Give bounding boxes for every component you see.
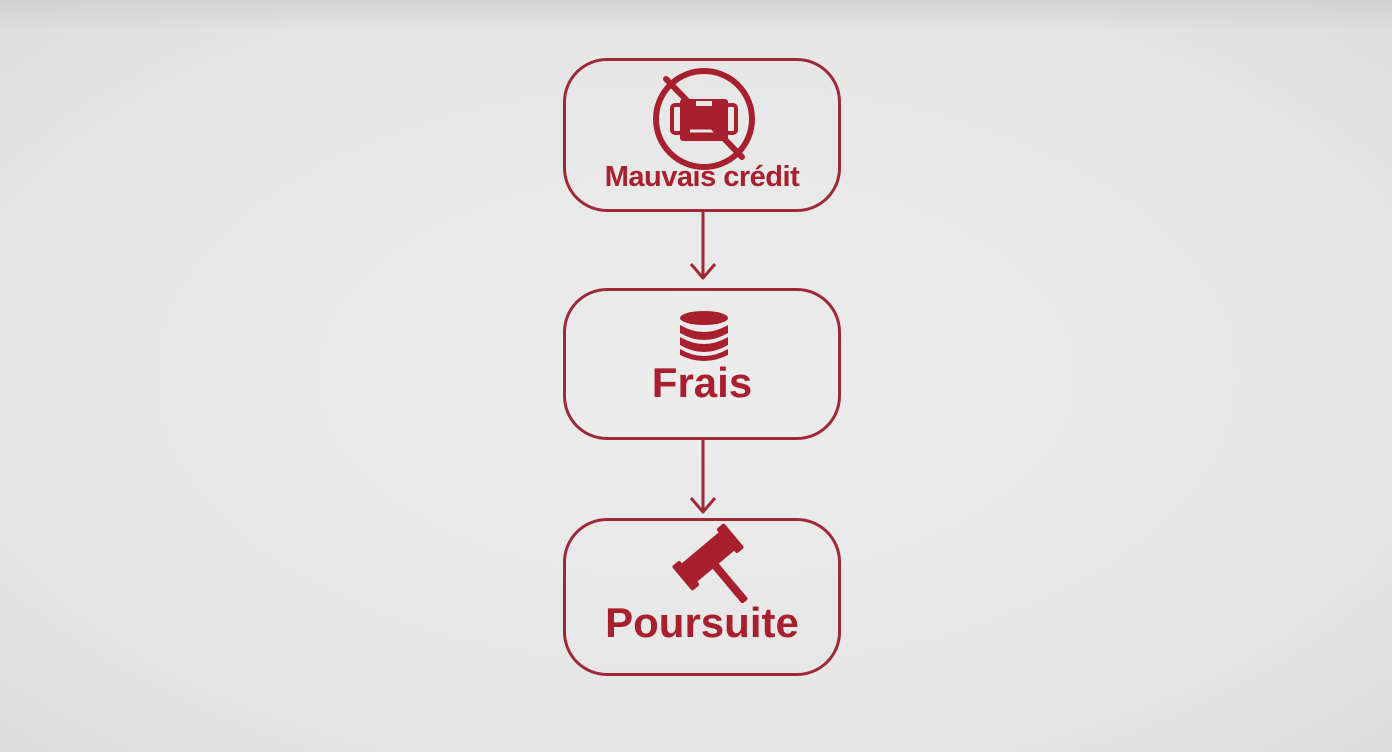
coin-stack-icon bbox=[680, 311, 728, 361]
node-frais: Frais bbox=[563, 288, 841, 440]
node-mauvais-credit: Mauvais crédit bbox=[563, 58, 841, 212]
arrow-frais-to-poursuite bbox=[689, 440, 717, 514]
node-poursuite: Poursuite bbox=[563, 518, 841, 676]
arrow-mauvais-credit-to-frais bbox=[689, 212, 717, 280]
top-shade bbox=[0, 0, 1392, 30]
no-credit-card-icon bbox=[653, 68, 755, 170]
gavel-icon bbox=[672, 523, 748, 603]
node-label-mauvais-credit: Mauvais crédit bbox=[604, 161, 800, 193]
node-label-frais: Frais bbox=[651, 359, 753, 406]
node-label-poursuite: Poursuite bbox=[605, 599, 799, 646]
